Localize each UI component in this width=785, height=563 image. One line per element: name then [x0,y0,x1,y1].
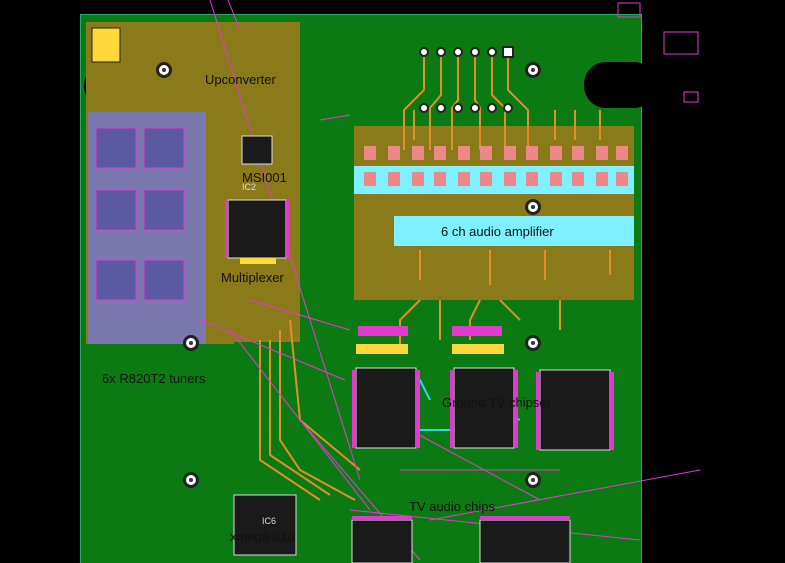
mounting-hole [183,472,199,488]
mounting-hole [525,199,541,215]
label-msi001: MSI001 [242,170,287,185]
label-tuners: 6x R820T2 tuners [102,371,206,386]
label-audio-chips: TV audio chips [409,499,495,514]
label-ic6: IC6 [262,516,277,526]
label-ic2: IC2 [242,182,257,192]
label-upconverter: Upconverter [205,72,276,87]
label-audio-amplifier: 6 ch audio amplifier [441,224,554,239]
label-chipset: Ground TV chipset [442,395,551,410]
audio-amplifier-band-top [354,166,634,194]
board-cutout-right [584,62,656,108]
mounting-hole [525,335,541,351]
mounting-hole [525,472,541,488]
mounting-hole [183,335,199,351]
mounting-hole [156,62,172,78]
multiplexer-copper-pour [200,22,300,342]
mounting-hole [525,62,541,78]
label-xmega: xmega a1u [230,529,295,544]
audio-amplifier-band-bottom [394,216,634,246]
audio-amplifier-copper-pour [354,126,634,300]
label-multiplexer: Multiplexer [221,270,284,285]
